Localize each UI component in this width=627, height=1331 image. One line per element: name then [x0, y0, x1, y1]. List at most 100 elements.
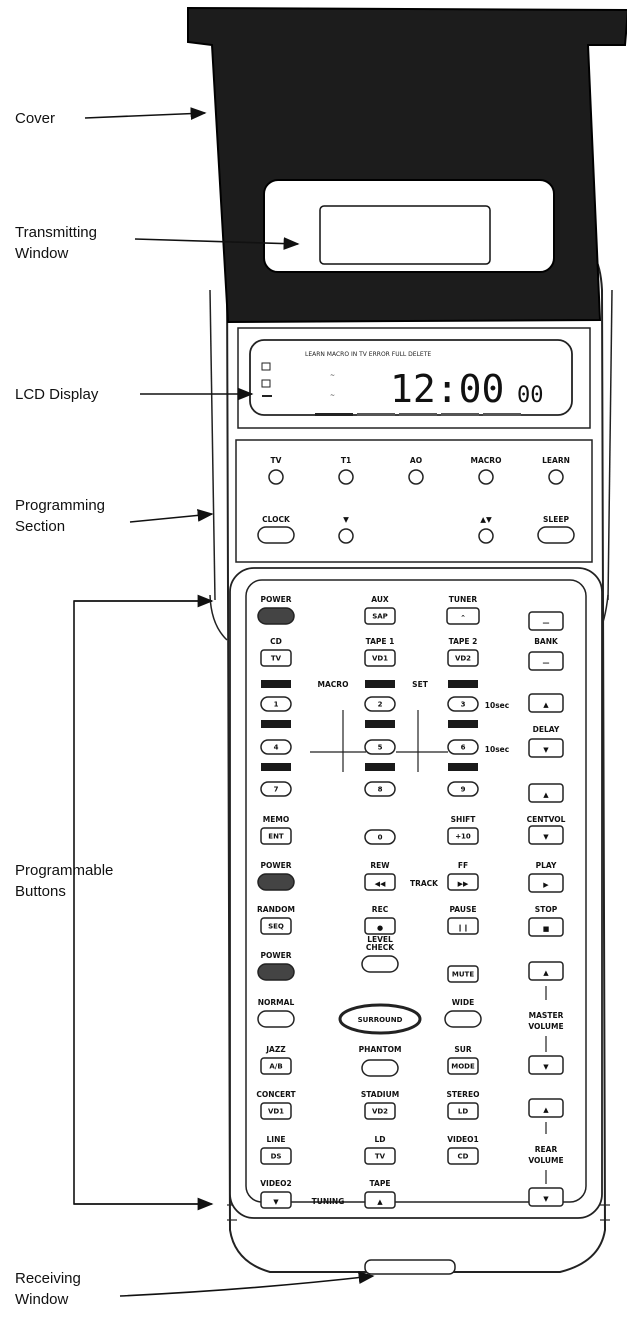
num-button-1-text: 1 — [274, 701, 279, 709]
num-button-3[interactable] — [447, 696, 479, 712]
rec-button[interactable] — [364, 917, 396, 935]
cd-button[interactable] — [447, 1147, 479, 1165]
play-button[interactable] — [528, 873, 564, 893]
num-button-7-text: 7 — [274, 786, 279, 794]
wide-label: WIDE — [452, 998, 474, 1007]
surround-button[interactable] — [338, 1003, 422, 1035]
bar-r0-2 — [365, 720, 395, 728]
rear-down-button[interactable] — [528, 1187, 564, 1207]
ld-button-1[interactable] — [447, 1102, 479, 1120]
tv-button[interactable] — [260, 649, 292, 667]
receiving-window-label: Receiving Window — [15, 1268, 81, 1310]
cd-button-text: CD — [458, 1153, 469, 1161]
wide-button[interactable] — [444, 1010, 482, 1028]
up-down-button[interactable] — [478, 528, 494, 544]
power-button-2[interactable] — [257, 873, 295, 891]
up-button-2[interactable] — [528, 783, 564, 803]
transmitting-window — [319, 205, 491, 265]
down-button[interactable] — [338, 528, 354, 544]
num-button-4[interactable] — [260, 739, 292, 755]
level-check-button[interactable] — [361, 955, 399, 973]
down-button-1[interactable] — [528, 738, 564, 758]
programming-section-label: Programming Section — [15, 495, 105, 537]
programmable-bracket — [73, 600, 212, 1205]
mode-button-text: MODE — [451, 1063, 475, 1071]
up-arrow-icon-2: ▲ — [543, 791, 549, 799]
up-button-1[interactable] — [528, 693, 564, 713]
stop-button[interactable] — [528, 917, 564, 937]
mode-button[interactable] — [447, 1057, 479, 1075]
sap-button[interactable] — [364, 607, 396, 625]
normal-button[interactable] — [257, 1010, 295, 1028]
vd2-button-2[interactable] — [364, 1102, 396, 1120]
callout-arrows — [73, 107, 375, 1297]
num-button-3-text: 3 — [461, 701, 466, 709]
num-button-2[interactable] — [364, 696, 396, 712]
tuner-button[interactable] — [446, 607, 480, 625]
power-label-3: POWER — [260, 951, 291, 960]
mute-button-text: MUTE — [452, 971, 474, 979]
pause-label: PAUSE — [450, 905, 477, 914]
tv-button-2-text: TV — [375, 1153, 386, 1161]
num-button-8[interactable] — [364, 781, 396, 797]
num-button-7[interactable] — [260, 781, 292, 797]
phantom-button[interactable] — [361, 1059, 399, 1077]
tuning-up-button[interactable] — [364, 1191, 396, 1209]
ent-button[interactable] — [260, 827, 292, 845]
ff-button[interactable] — [447, 873, 479, 891]
rear-up-button[interactable] — [528, 1098, 564, 1118]
bar-r0-1 — [261, 720, 291, 728]
clock-button[interactable] — [257, 526, 295, 544]
ab-button[interactable] — [260, 1057, 292, 1075]
num-button-5[interactable] — [364, 739, 396, 755]
lcd-status-line: LEARN MACRO IN TV ERROR FULL DELETE — [305, 351, 431, 358]
mute-button[interactable] — [447, 965, 479, 983]
power-button-3[interactable] — [257, 963, 295, 981]
video1-label: VIDEO1 — [447, 1135, 479, 1144]
sleep-button[interactable] — [537, 526, 575, 544]
macro-bar-2 — [365, 680, 395, 688]
prog-button-2[interactable] — [408, 469, 424, 485]
bank-button[interactable] — [528, 651, 564, 671]
vd1-button-1[interactable] — [364, 649, 396, 667]
tuning-down-button[interactable] — [260, 1191, 292, 1209]
programming-label-line2: Section — [15, 518, 66, 535]
prog-button-0[interactable] — [268, 469, 284, 485]
down-button-2[interactable] — [528, 825, 564, 845]
zero-button[interactable] — [364, 829, 396, 845]
master-down-icon: ▼ — [543, 1063, 549, 1071]
bar-r1-3 — [448, 763, 478, 771]
num-button-8-text: 8 — [378, 786, 383, 794]
rear-volume-label: VOLUME — [528, 1156, 563, 1165]
master-down-button[interactable] — [528, 1055, 564, 1075]
pause-button[interactable] — [447, 917, 479, 935]
check-label: CHECK — [366, 943, 395, 952]
random-label: RANDOM — [257, 905, 295, 914]
prog-button-4[interactable] — [548, 469, 564, 485]
seq-button[interactable] — [260, 917, 292, 935]
prog-button-1[interactable] — [338, 469, 354, 485]
rew-button[interactable] — [364, 873, 396, 891]
plus10-button[interactable] — [447, 827, 479, 845]
num-button-9-text: 9 — [461, 786, 466, 794]
rear-down-icon: ▼ — [543, 1195, 549, 1203]
bar-r0-3 — [448, 720, 478, 728]
vd1-button-2[interactable] — [260, 1102, 292, 1120]
num-button-6[interactable] — [447, 739, 479, 755]
prog-button-3[interactable] — [478, 469, 494, 485]
blank-right-button-1[interactable] — [528, 611, 564, 631]
num-button-9[interactable] — [447, 781, 479, 797]
programming-arrow — [129, 509, 214, 523]
tuner-label: TUNER — [449, 595, 478, 604]
master-up-button[interactable] — [528, 961, 564, 981]
concert-label: CONCERT — [256, 1090, 296, 1099]
tape1-label: TAPE 1 — [366, 637, 395, 646]
tv-button-2[interactable] — [364, 1147, 396, 1165]
num-button-1[interactable] — [260, 696, 292, 712]
vd2-button-1[interactable] — [447, 649, 479, 667]
num-button-4-text: 4 — [274, 744, 279, 752]
power-button-1[interactable] — [257, 607, 295, 625]
ds-button[interactable] — [260, 1147, 292, 1165]
